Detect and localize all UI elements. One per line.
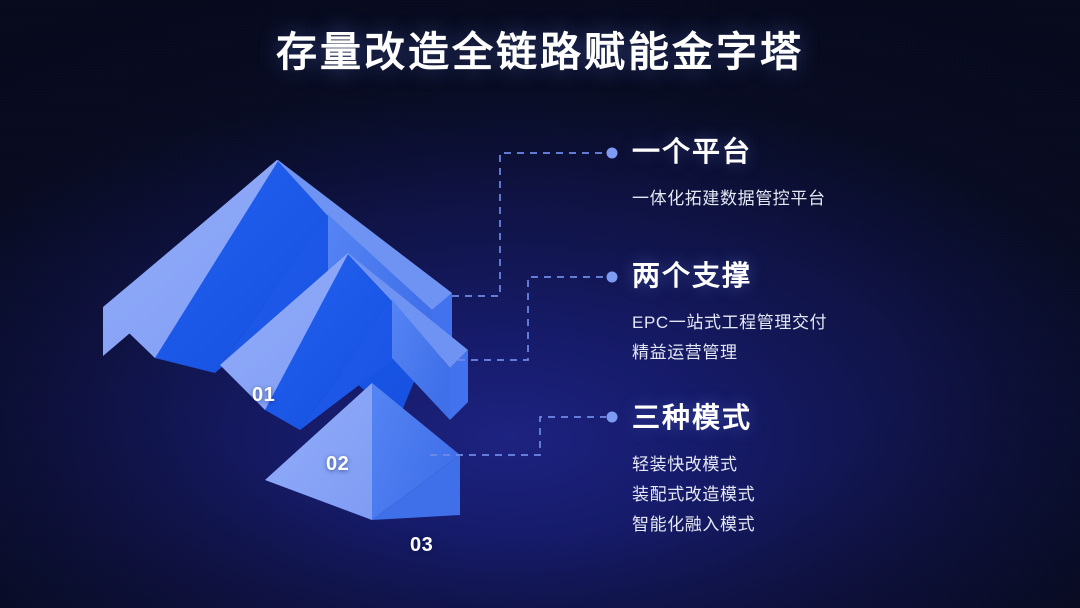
pyramid-layer-2 (220, 253, 468, 430)
connector-dot-1 (606, 147, 618, 159)
block-line: 轻装快改模式 (632, 455, 738, 474)
block-line: 精益运营管理 (632, 343, 738, 362)
block-line: 一体化拓建数据管控平台 (632, 189, 826, 208)
content-block-three-modes: 三种模式 轻装快改模式 装配式改造模式 智能化融入模式 (632, 396, 755, 540)
block-heading: 一个平台 (632, 136, 753, 167)
pyramid-graphic: 01 02 03 (60, 120, 600, 556)
pyramid-layer-2-number: 02 (326, 453, 350, 475)
content-block-one-platform: 一个平台 一体化拓建数据管控平台 (632, 130, 826, 214)
block-heading: 三种模式 (632, 402, 753, 433)
page-title: 存量改造全链路赋能金字塔 (276, 29, 804, 75)
pyramid-layer-3 (265, 383, 460, 520)
connector-dot-2 (606, 271, 618, 283)
pyramid-layer-1-number: 01 (252, 384, 276, 406)
block-line: EPC一站式工程管理交付 (632, 313, 828, 332)
connector-dot-3 (606, 411, 618, 423)
block-line: 装配式改造模式 (632, 485, 756, 504)
content-block-two-supports: 两个支撑 EPC一站式工程管理交付 精益运营管理 (632, 254, 827, 368)
pyramid-layer-3-number: 03 (410, 534, 434, 556)
block-heading: 两个支撑 (632, 260, 753, 291)
block-line: 智能化融入模式 (632, 515, 756, 534)
